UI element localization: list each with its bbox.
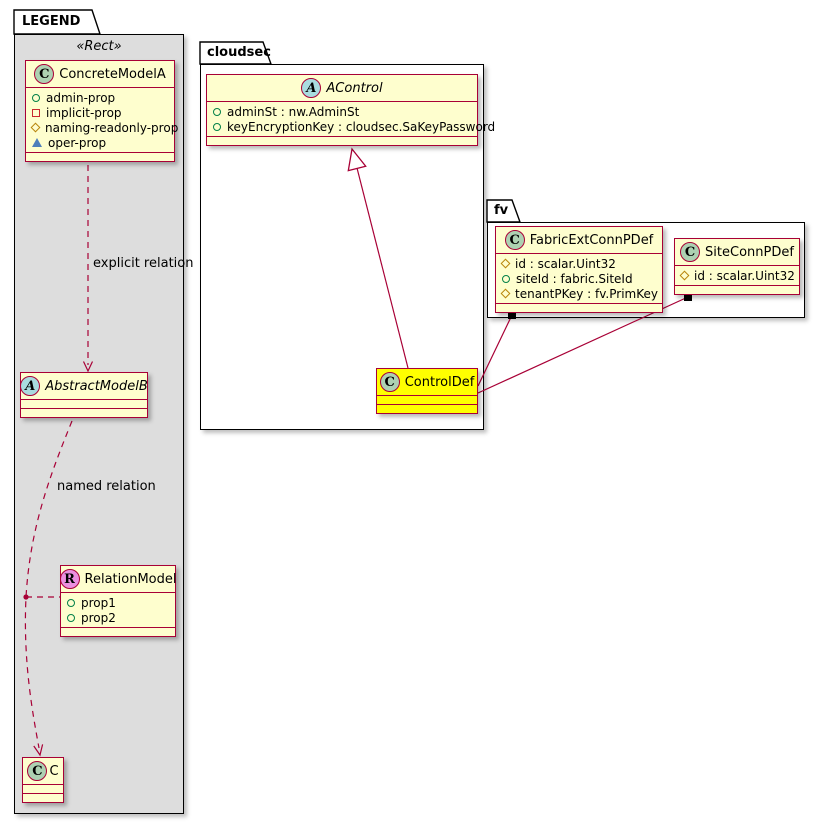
class-concrete-model-a: C ConcreteModelA admin-prop implicit-pro… bbox=[25, 60, 178, 162]
class-name: RelationModel bbox=[84, 571, 177, 587]
class-properties: admin-prop implicit-prop naming-readonly… bbox=[26, 87, 178, 152]
visibility-public-icon bbox=[67, 613, 75, 622]
class-properties: id : scalar.Uint32 bbox=[675, 265, 799, 285]
property-row: adminSt : nw.AdminSt bbox=[213, 104, 471, 119]
visibility-package-icon bbox=[32, 138, 42, 147]
class-title: C FabricExtConnPDef bbox=[496, 227, 662, 253]
property-row: naming-readonly-prop bbox=[30, 120, 178, 135]
visibility-public-icon bbox=[32, 93, 40, 102]
methods-compartment bbox=[61, 627, 175, 636]
class-title: C ConcreteModelA bbox=[26, 61, 174, 87]
class-spot-icon: C bbox=[504, 230, 525, 250]
property-row: prop2 bbox=[67, 610, 169, 625]
class-spot-icon: C bbox=[34, 64, 55, 84]
property-row: id : scalar.Uint32 bbox=[500, 256, 656, 271]
property-label: implicit-prop bbox=[46, 105, 122, 120]
methods-compartment bbox=[21, 408, 147, 417]
fields-compartment bbox=[21, 399, 147, 408]
property-label: adminSt : nw.AdminSt bbox=[227, 104, 360, 119]
property-label: tenantPKey : fv.PrimKey bbox=[515, 286, 658, 301]
visibility-protected-icon bbox=[500, 258, 511, 269]
class-spot-icon: C bbox=[27, 761, 48, 781]
abstract-spot-icon: A bbox=[20, 376, 41, 396]
visibility-public-icon bbox=[213, 122, 221, 131]
property-label: prop2 bbox=[81, 610, 116, 625]
class-title: A AControl bbox=[207, 75, 477, 101]
visibility-protected-icon bbox=[500, 288, 511, 299]
relation-spot-icon: R bbox=[59, 569, 80, 589]
class-a-control: A AControl adminSt : nw.AdminSt keyEncry… bbox=[206, 74, 495, 146]
property-label: id : scalar.Uint32 bbox=[694, 268, 795, 283]
class-title: C SiteConnPDef bbox=[675, 239, 799, 265]
visibility-public-icon bbox=[502, 274, 510, 283]
class-abstract-model-b: A AbstractModelB bbox=[20, 372, 148, 418]
abstract-spot-icon: A bbox=[301, 78, 322, 98]
property-label: admin-prop bbox=[46, 90, 116, 105]
property-row: siteId : fabric.SiteId bbox=[502, 271, 656, 286]
visibility-protected-icon bbox=[30, 122, 41, 133]
class-c: C C bbox=[22, 757, 64, 803]
class-name: C bbox=[49, 763, 59, 779]
property-label: oper-prop bbox=[48, 135, 107, 150]
class-name: ControlDef bbox=[404, 374, 475, 390]
visibility-protected-icon bbox=[679, 270, 690, 281]
class-name: AbstractModelB bbox=[45, 378, 148, 394]
class-title: C C bbox=[23, 758, 63, 784]
property-row: oper-prop bbox=[32, 135, 168, 150]
class-name: SiteConnPDef bbox=[705, 244, 794, 260]
explicit-relation-label: explicit relation bbox=[93, 256, 194, 271]
property-label: naming-readonly-prop bbox=[45, 120, 179, 135]
property-label: id : scalar.Uint32 bbox=[515, 256, 616, 271]
class-site-conn-p-def: C SiteConnPDef id : scalar.Uint32 bbox=[674, 238, 800, 295]
legend-stereotype: «Rect» bbox=[76, 39, 122, 54]
visibility-public-icon bbox=[213, 107, 221, 116]
methods-compartment bbox=[207, 136, 477, 145]
methods-compartment bbox=[23, 793, 63, 802]
class-control-def: C ControlDef bbox=[376, 368, 478, 414]
visibility-public-icon bbox=[67, 598, 75, 607]
class-title: A AbstractModelB bbox=[20, 373, 148, 399]
methods-compartment bbox=[675, 285, 799, 294]
class-fabric-ext-conn-p-def: C FabricExtConnPDef id : scalar.Uint32 s… bbox=[495, 226, 663, 313]
property-row: prop1 bbox=[67, 595, 169, 610]
class-title: R RelationModel bbox=[59, 566, 177, 592]
property-label: prop1 bbox=[81, 595, 116, 610]
property-row: admin-prop bbox=[32, 90, 168, 105]
named-relation-label: named relation bbox=[57, 479, 156, 494]
property-row: tenantPKey : fv.PrimKey bbox=[500, 286, 658, 301]
visibility-private-icon bbox=[32, 108, 40, 117]
class-name: ConcreteModelA bbox=[59, 66, 166, 82]
property-row: implicit-prop bbox=[32, 105, 168, 120]
methods-compartment bbox=[496, 303, 662, 312]
methods-compartment bbox=[26, 152, 174, 161]
class-properties: prop1 prop2 bbox=[61, 592, 175, 627]
property-label: keyEncryptionKey : cloudsec.SaKeyPasswor… bbox=[227, 119, 496, 134]
package-legend-label: LEGEND bbox=[22, 14, 81, 29]
class-title: C ControlDef bbox=[377, 369, 477, 395]
class-properties: adminSt : nw.AdminSt keyEncryptionKey : … bbox=[207, 101, 495, 136]
class-properties: id : scalar.Uint32 siteId : fabric.SiteI… bbox=[496, 253, 662, 303]
class-spot-icon: C bbox=[680, 242, 701, 262]
class-spot-icon: C bbox=[379, 372, 400, 392]
property-row: keyEncryptionKey : cloudsec.SaKeyPasswor… bbox=[213, 119, 495, 134]
package-fv-label: fv bbox=[494, 203, 509, 218]
property-label: siteId : fabric.SiteId bbox=[516, 271, 633, 286]
class-name: AControl bbox=[326, 80, 383, 96]
methods-compartment bbox=[377, 404, 477, 413]
package-cloudsec-label: cloudsec bbox=[207, 45, 271, 60]
property-row: id : scalar.Uint32 bbox=[679, 268, 795, 283]
fields-compartment bbox=[23, 784, 63, 793]
class-relation-model: R RelationModel prop1 prop2 bbox=[59, 565, 177, 637]
class-name: FabricExtConnPDef bbox=[529, 232, 654, 248]
fields-compartment bbox=[377, 395, 477, 404]
